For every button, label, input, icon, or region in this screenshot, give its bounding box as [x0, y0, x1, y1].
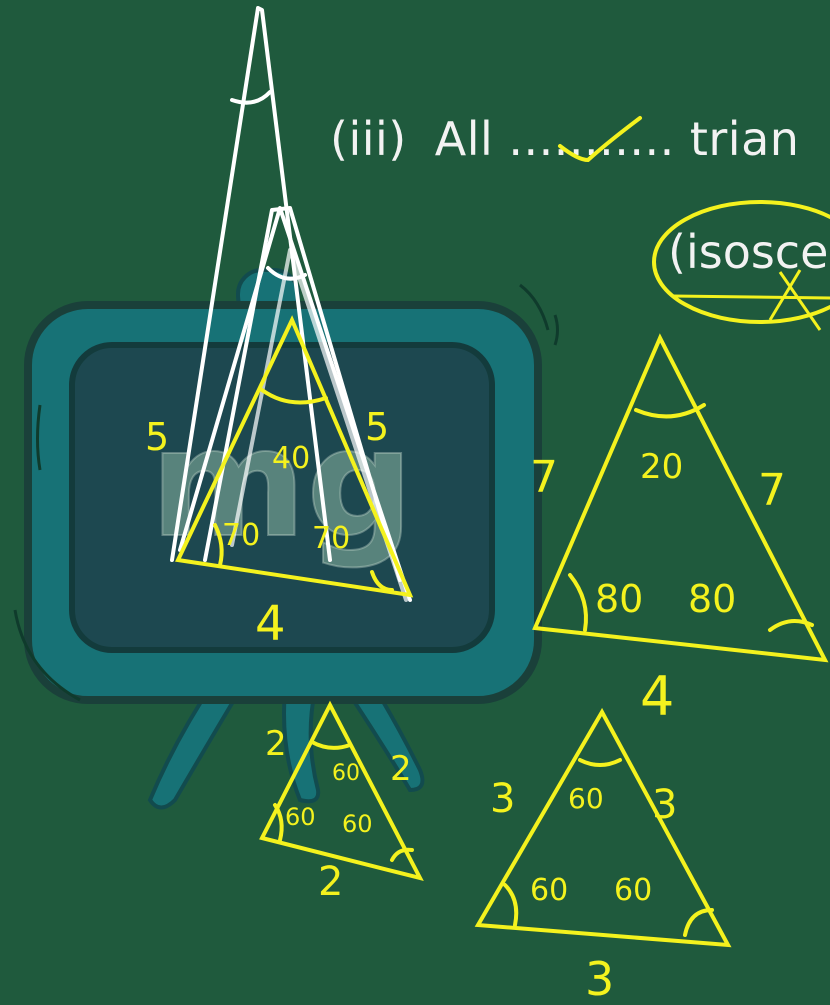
- angle-label: 60: [332, 761, 360, 786]
- side-label: 7: [758, 465, 786, 516]
- triangle-3-3-3: [474, 707, 732, 948]
- angle-label: 60: [614, 873, 652, 908]
- angle-label: 70: [312, 521, 350, 556]
- side-label: 7: [530, 452, 558, 503]
- triangle-3-3-3-labels: 3 3 3 60 60 60: [490, 776, 677, 1005]
- angle-label: 70: [222, 518, 260, 553]
- side-label: 4: [255, 596, 286, 652]
- angle-label: 80: [595, 577, 643, 621]
- angle-label: 80: [688, 577, 736, 621]
- side-label: 5: [365, 405, 389, 449]
- angle-label: 40: [272, 441, 310, 476]
- side-label: 5: [145, 415, 169, 459]
- side-label: 4: [640, 665, 674, 728]
- angle-label: 60: [530, 873, 568, 908]
- option-circle: [652, 200, 830, 324]
- angle-label: 60: [342, 810, 373, 838]
- side-label: 3: [652, 782, 677, 828]
- side-label: 2: [318, 859, 343, 905]
- option-underline: [671, 294, 830, 300]
- question-text: (iii)All ........... trian: [330, 112, 799, 166]
- question-suffix: trian: [689, 112, 800, 166]
- question-prefix: All: [434, 112, 494, 166]
- tick-mark: [558, 116, 642, 163]
- side-label: 2: [390, 749, 412, 789]
- white-pencil-marks: [170, 6, 412, 602]
- angle-label: 20: [640, 447, 683, 487]
- angle-label: 60: [285, 803, 316, 831]
- triangle-2-2-2: [259, 700, 424, 882]
- answer-option: (isosce: [668, 225, 829, 279]
- side-label: 3: [490, 776, 515, 822]
- triangle-7-7-4-labels: 7 7 4 20 80 80: [530, 447, 786, 728]
- side-label: 2: [265, 724, 287, 764]
- triangle-7-7-4: [532, 333, 829, 663]
- triangle-2-2-2-labels: 2 2 2 60 60 60: [265, 724, 412, 905]
- question-number: (iii): [330, 112, 407, 166]
- angle-label: 60: [568, 782, 604, 815]
- option-cross: [768, 269, 822, 331]
- triangle-5-5-4: [175, 315, 414, 598]
- triangle-5-5-4-labels: 5 5 4 40 70 70: [145, 405, 389, 652]
- side-label: 3: [585, 952, 614, 1005]
